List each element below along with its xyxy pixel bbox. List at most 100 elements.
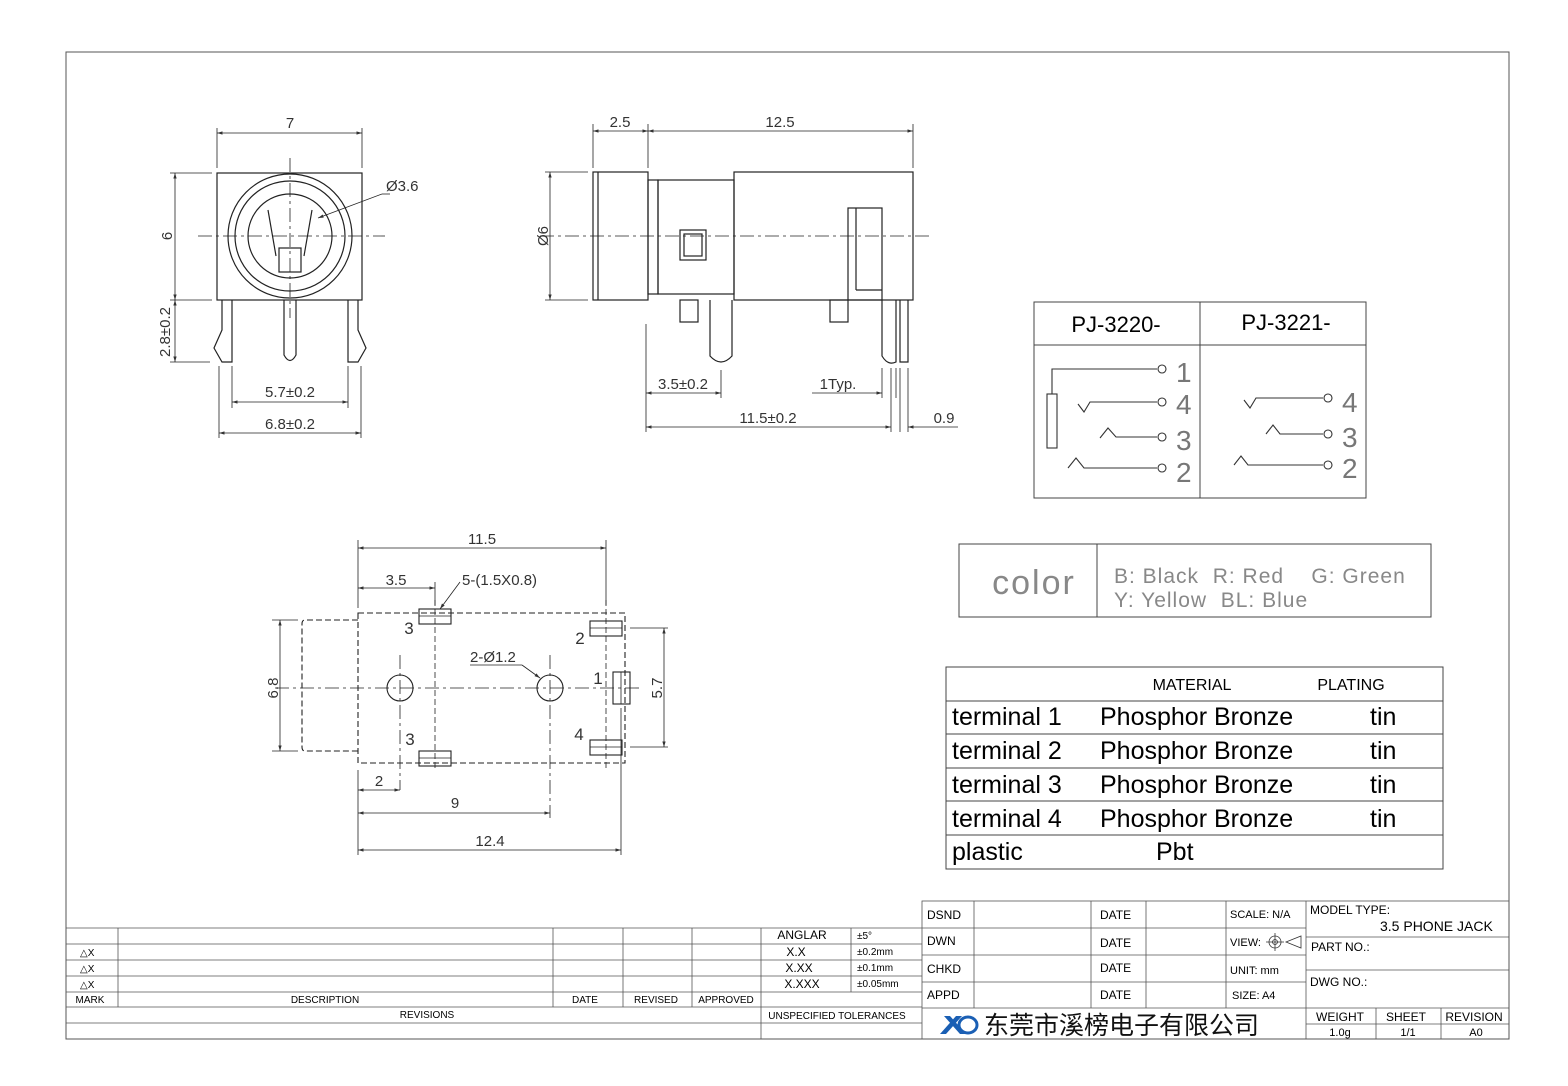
front-view [170, 128, 390, 438]
weight-value: 1.0g [1329, 1027, 1350, 1039]
revisions-block [66, 927, 922, 1039]
color-label: color [992, 564, 1076, 602]
revision-mark: △X [80, 980, 95, 991]
revision-header-mark: MARK [76, 995, 105, 1006]
footprint-pad-number: 2 [575, 629, 584, 648]
material-row-material: Phosphor Bronze [1100, 771, 1293, 799]
front-diameter-label: Ø3.6 [386, 178, 419, 195]
side-body-len-label: 12.5 [765, 114, 794, 131]
side-pin-width-label: 0.9 [934, 410, 955, 427]
footprint-hole-label: 2-Ø1.2 [470, 649, 516, 666]
side-diameter-label: Ø6 [535, 226, 552, 246]
company-name: 东莞市溪榜电子有限公司 [984, 1011, 1259, 1040]
revision-mark: △X [80, 948, 95, 959]
part-no-label: PART NO.: [1311, 940, 1370, 954]
side-view [540, 124, 958, 432]
title-dwn: DWN [927, 934, 956, 948]
material-row-part: plastic [952, 838, 1023, 866]
revision-label: REVISION [1445, 1010, 1502, 1024]
schematic-right [1233, 393, 1333, 470]
projection-symbol-icon [1266, 933, 1302, 951]
tolerances-footer: UNSPECIFIED TOLERANCES [768, 1011, 906, 1022]
weight-label: WEIGHT [1316, 1010, 1365, 1024]
material-row-part: terminal 2 [952, 737, 1062, 765]
color-line-2: Y: Yellow BL: Blue [1114, 589, 1308, 612]
revision-mark: △X [80, 964, 95, 975]
tolerance-value: ±0.05mm [857, 979, 899, 990]
material-row-plating: tin [1370, 737, 1396, 765]
footprint-total-label: 12.4 [475, 833, 504, 850]
schematic-left [1046, 364, 1167, 473]
plating-header: PLATING [1317, 677, 1384, 694]
title-date: DATE [1100, 936, 1131, 950]
title-date: DATE [1100, 961, 1131, 975]
schematic-right-pin: 3 [1342, 422, 1358, 453]
title-dsnd: DSND [927, 908, 961, 922]
model-left-name: PJ-3220- [1071, 312, 1160, 337]
title-block [921, 900, 1510, 1040]
schematic-left-pin: 2 [1176, 457, 1192, 488]
footprint-length-label: 11.5 [468, 531, 496, 548]
material-table [945, 666, 1444, 870]
dwg-no-label: DWG NO.: [1310, 975, 1367, 989]
footprint-height-label: 6.8 [265, 678, 282, 699]
model-right-name: PJ-3221- [1241, 310, 1330, 335]
material-row-plating: tin [1370, 805, 1396, 833]
front-height-label: 6 [159, 232, 176, 240]
schematic-right-pin: 4 [1342, 387, 1358, 418]
revision-header-date: DATE [572, 995, 598, 1006]
sheet-border [65, 51, 1510, 1040]
material-row-material: Phosphor Bronze [1100, 703, 1293, 731]
tolerance-key: X.XX [785, 961, 812, 975]
title-scale: SCALE: N/A [1230, 909, 1291, 921]
tolerance-value: ±0.2mm [857, 947, 893, 958]
footprint-view [272, 540, 668, 855]
schematic-left-pin: 3 [1176, 425, 1192, 456]
schematic-right-pin: 2 [1342, 453, 1358, 484]
material-header: MATERIAL [1153, 677, 1232, 694]
sheet-value: 1/1 [1400, 1027, 1415, 1039]
revision-value: A0 [1469, 1027, 1482, 1039]
footprint-pad-pitch-label: 5.7 [649, 678, 666, 699]
material-row-part: terminal 3 [952, 771, 1062, 799]
material-row-material: Phosphor Bronze [1100, 737, 1293, 765]
footprint-first-pad-label: 3.5 [386, 572, 407, 589]
footprint-pad-number: 3 [405, 730, 414, 749]
revisions-footer: REVISIONS [400, 1010, 455, 1021]
tolerance-key: X.X [786, 945, 805, 959]
front-width-label: 7 [286, 115, 294, 132]
footprint-pad-size-label: 5-(1.5X0.8) [462, 572, 537, 589]
model-type-label: MODEL TYPE: [1310, 903, 1390, 917]
revision-header-description: DESCRIPTION [291, 995, 359, 1006]
title-date: DATE [1100, 908, 1131, 922]
color-line-1: B: Black R: Red G: Green [1114, 565, 1406, 588]
tolerance-key: ANGLAR [777, 928, 827, 942]
material-row-plating: tin [1370, 703, 1396, 731]
footprint-hole-offset-label: 2 [375, 773, 383, 790]
side-pin-span-label: 11.5±0.2 [739, 410, 796, 427]
front-pitch-outer-label: 6.8±0.2 [265, 416, 315, 433]
front-pitch-inner-label: 5.7±0.2 [265, 384, 315, 401]
title-appd: APPD [927, 988, 960, 1002]
tolerance-key: X.XXX [784, 977, 819, 991]
side-front-len-label: 2.5 [610, 114, 631, 131]
footprint-pad-number: 3 [404, 619, 413, 638]
schematic-left-pin: 4 [1176, 389, 1192, 420]
footprint-pad-number: 4 [574, 725, 583, 744]
title-chkd: CHKD [927, 962, 961, 976]
revision-header-approved: APPROVED [698, 995, 754, 1006]
model-schematic-table [1033, 301, 1367, 499]
sheet-label: SHEET [1386, 1010, 1427, 1024]
footprint-hole-pitch-label: 9 [451, 795, 459, 812]
tolerance-value: ±5° [857, 931, 872, 942]
title-view: VIEW: [1230, 937, 1261, 949]
tolerance-value: ±0.1mm [857, 963, 893, 974]
side-pin-offset-label: 3.5±0.2 [658, 376, 708, 393]
material-row-part: terminal 4 [952, 805, 1062, 833]
title-size: SIZE: A4 [1232, 990, 1275, 1002]
material-row-part: terminal 1 [952, 703, 1062, 731]
company-logo-icon [940, 1015, 979, 1035]
front-pin-length-label: 2.8±0.2 [157, 307, 174, 357]
material-row-plating: tin [1370, 771, 1396, 799]
